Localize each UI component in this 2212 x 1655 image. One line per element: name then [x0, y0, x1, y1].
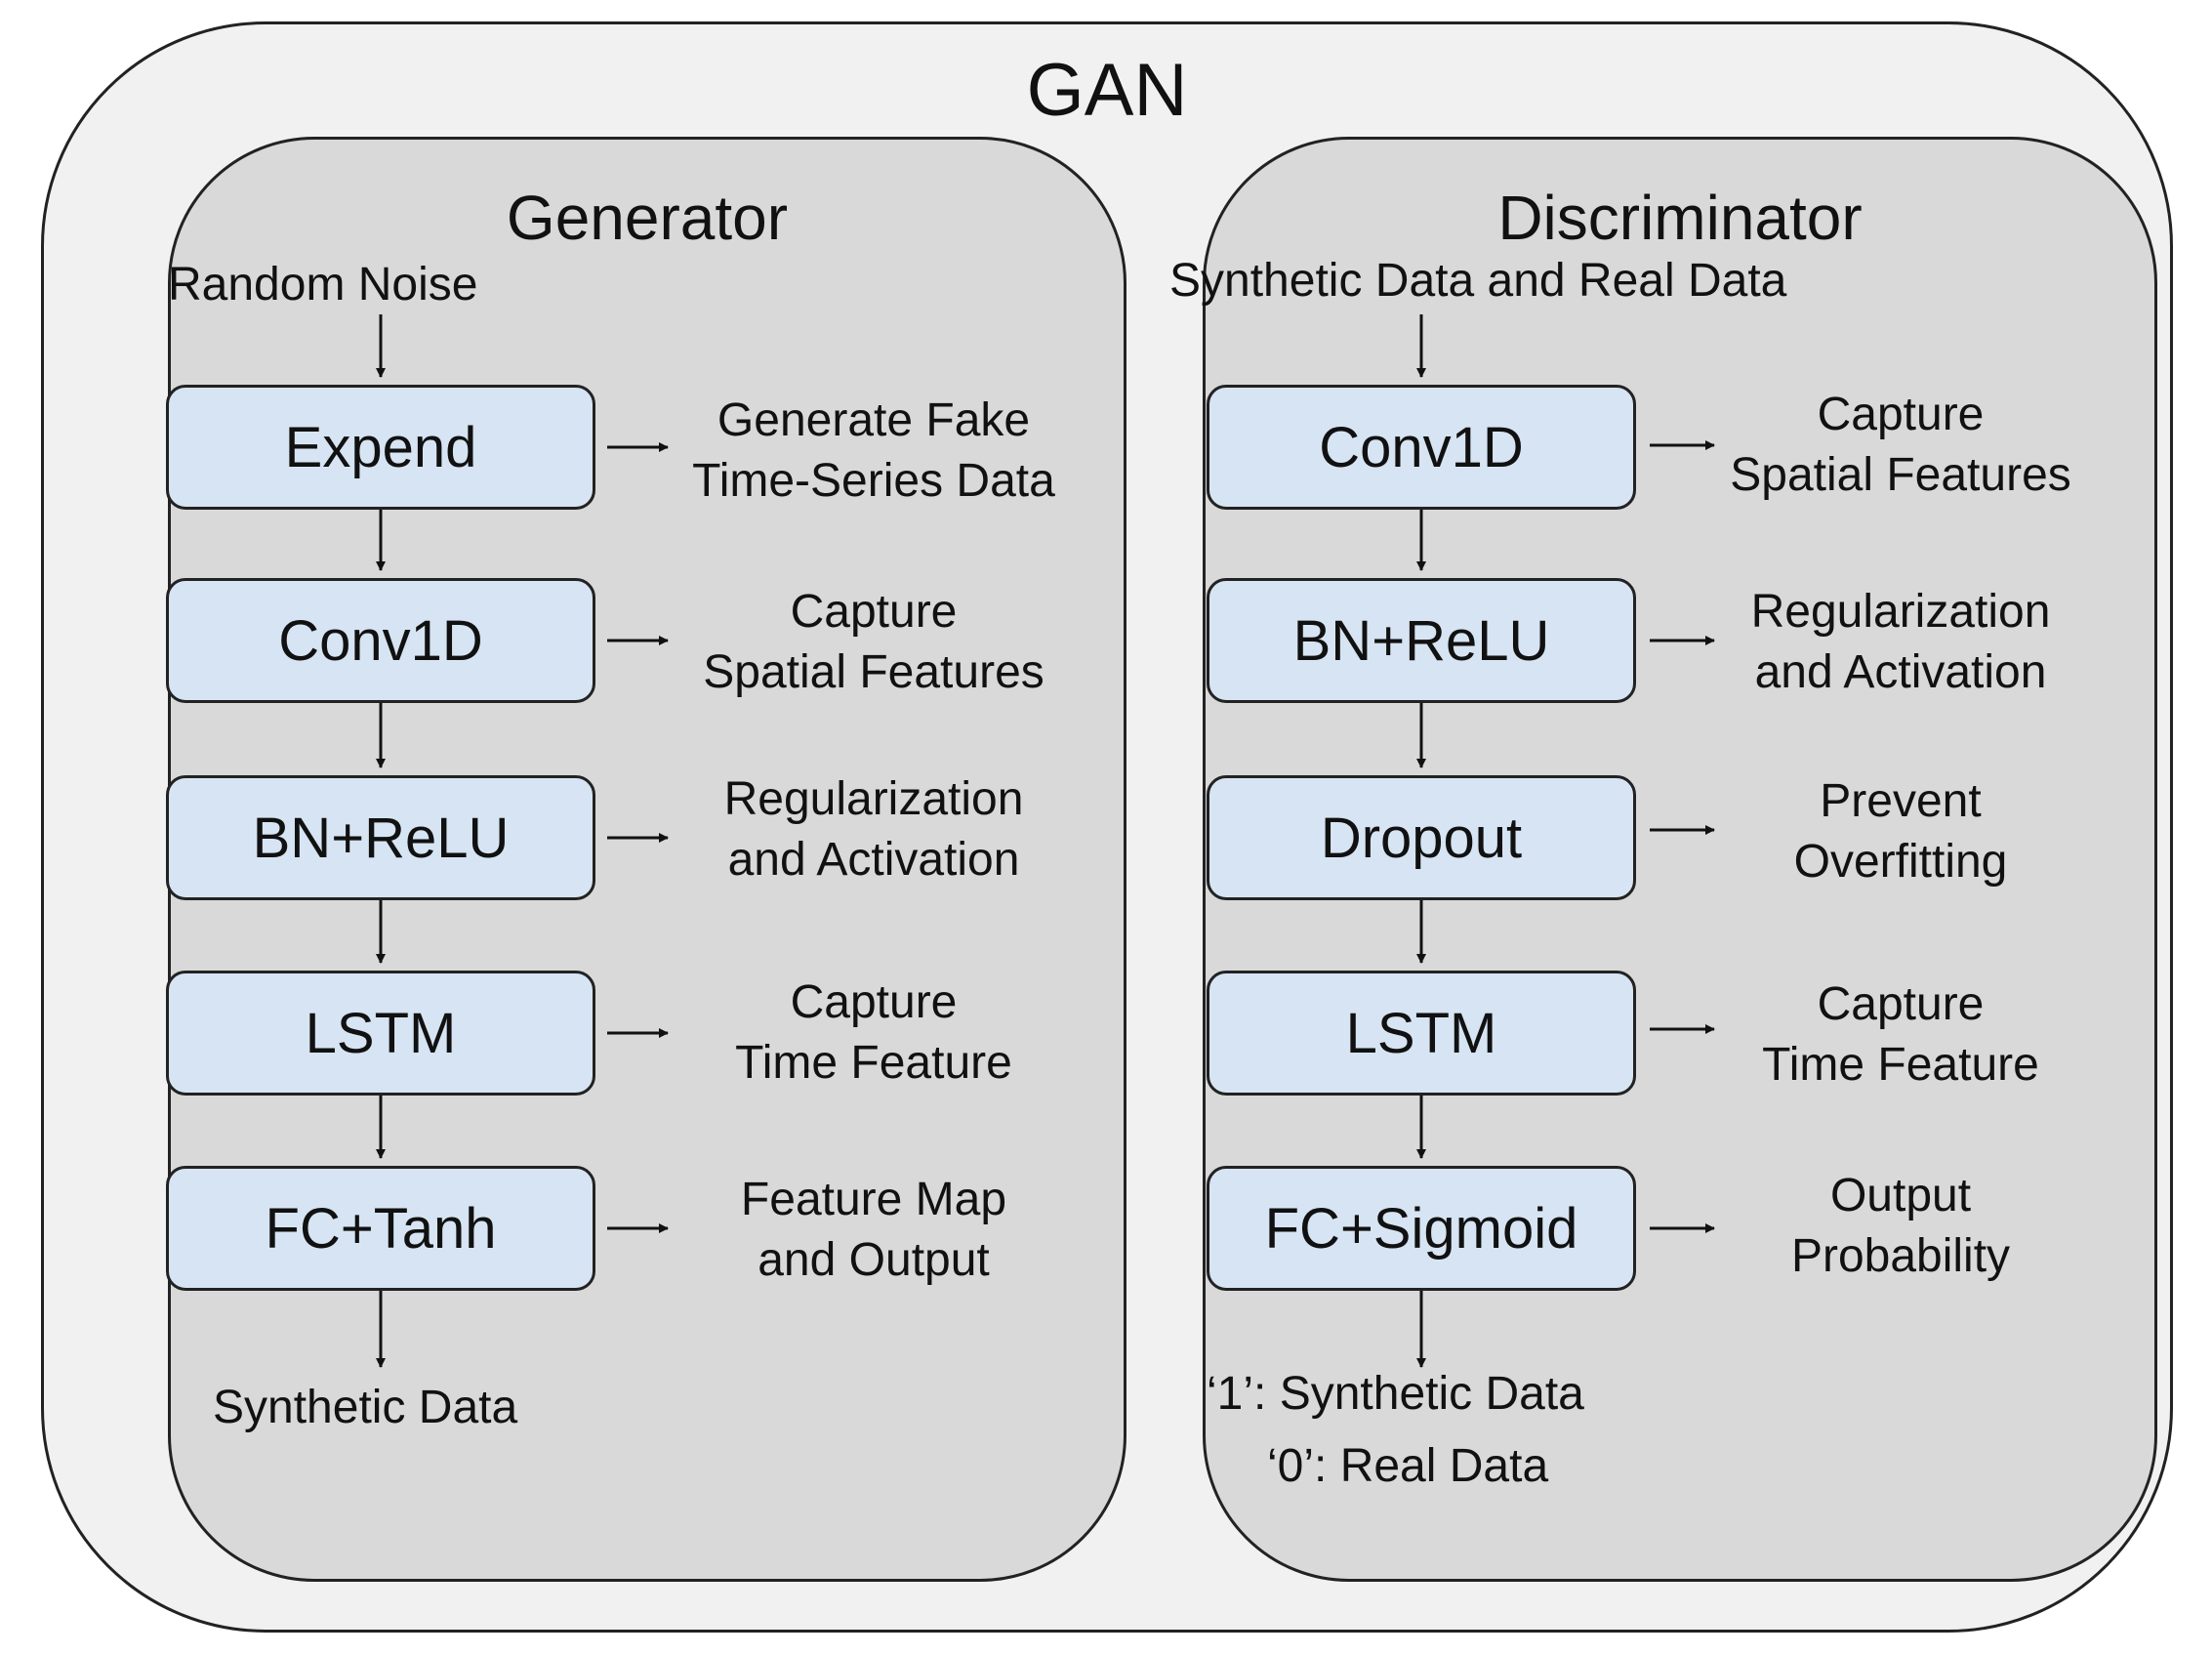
discriminator-block-bn-relu: BN+ReLU [1207, 578, 1636, 703]
discriminator-block-lstm: LSTM [1207, 971, 1636, 1096]
generator-desc-expend-line2: Time-Series Data [692, 455, 1055, 507]
generator-desc-conv1d-line1: Capture [790, 586, 958, 638]
discriminator-desc-dropout: Prevent Overfitting [1691, 771, 2110, 892]
generator-desc-bn-relu-line1: Regularization [723, 773, 1024, 825]
discriminator-desc-dropout-line1: Prevent [1820, 775, 1982, 827]
discriminator-output-label-1: ‘1’: Synthetic Data [1207, 1368, 1584, 1420]
discriminator-output-label-0: ‘0’: Real Data [1267, 1440, 1549, 1492]
gan-title: GAN [1026, 49, 1188, 132]
generator-block-conv1d: Conv1D [166, 578, 595, 703]
generator-desc-fc-tanh: Feature Map and Output [664, 1170, 1084, 1291]
generator-input-label: Random Noise [168, 259, 478, 310]
discriminator-desc-lstm-line1: Capture [1817, 978, 1985, 1030]
discriminator-desc-bn-relu-line2: and Activation [1754, 646, 2047, 698]
discriminator-block-dropout: Dropout [1207, 775, 1636, 900]
generator-desc-bn-relu-line2: and Activation [727, 834, 1020, 886]
generator-desc-fc-tanh-line2: and Output [758, 1234, 990, 1286]
generator-desc-conv1d-line2: Spatial Features [703, 646, 1045, 698]
generator-block-expend: Expend [166, 385, 595, 510]
discriminator-desc-lstm-line2: Time Feature [1762, 1039, 2039, 1091]
generator-output-label: Synthetic Data [213, 1382, 518, 1433]
generator-desc-lstm: Capture Time Feature [664, 972, 1084, 1094]
generator-desc-conv1d: Capture Spatial Features [664, 582, 1084, 703]
discriminator-desc-conv1d-line1: Capture [1817, 389, 1985, 440]
generator-desc-expend: Generate Fake Time-Series Data [664, 391, 1084, 512]
discriminator-desc-fc-sigmoid: Output Probability [1691, 1166, 2110, 1287]
generator-block-fc-tanh: FC+Tanh [166, 1166, 595, 1291]
discriminator-desc-fc-sigmoid-line2: Probability [1790, 1230, 2011, 1282]
discriminator-title: Discriminator [1497, 183, 1863, 253]
generator-desc-fc-tanh-line1: Feature Map [740, 1174, 1007, 1225]
discriminator-desc-bn-relu-line1: Regularization [1750, 586, 2051, 638]
generator-block-lstm: LSTM [166, 971, 595, 1096]
discriminator-desc-lstm: Capture Time Feature [1691, 974, 2110, 1096]
discriminator-desc-fc-sigmoid-line1: Output [1829, 1170, 1972, 1221]
generator-desc-lstm-line1: Capture [790, 976, 958, 1028]
discriminator-desc-conv1d-line2: Spatial Features [1730, 449, 2071, 501]
generator-block-bn-relu: BN+ReLU [166, 775, 595, 900]
discriminator-block-fc-sigmoid: FC+Sigmoid [1207, 1166, 1636, 1291]
generator-desc-lstm-line2: Time Feature [735, 1037, 1012, 1089]
discriminator-input-label: Synthetic Data and Real Data [1169, 255, 1787, 307]
generator-desc-bn-relu: Regularization and Activation [664, 769, 1084, 890]
generator-desc-expend-line1: Generate Fake [717, 394, 1031, 446]
discriminator-desc-bn-relu: Regularization and Activation [1691, 582, 2110, 703]
generator-title: Generator [506, 183, 789, 253]
discriminator-desc-dropout-line2: Overfitting [1793, 836, 2008, 888]
discriminator-desc-conv1d: Capture Spatial Features [1691, 385, 2110, 506]
discriminator-block-conv1d: Conv1D [1207, 385, 1636, 510]
